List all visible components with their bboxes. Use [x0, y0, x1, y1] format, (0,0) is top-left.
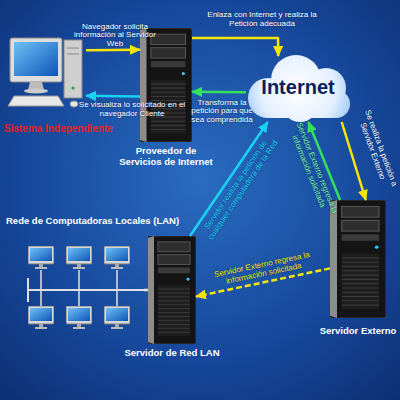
lan-network: Rede de Computadoras Locales (LAN)	[6, 236, 144, 342]
flow-arrow	[86, 95, 140, 98]
lan-network	[28, 246, 144, 329]
flow-arrow	[86, 48, 140, 51]
node-label: Proveedor de Servicios de Internet	[118, 146, 214, 168]
isp-server-tower	[140, 28, 192, 142]
lan-computer	[66, 246, 92, 269]
external-server: Servidor Externo	[330, 200, 386, 318]
lan-computer	[28, 306, 54, 329]
monitor-frame	[10, 38, 62, 82]
network-drop	[116, 270, 118, 306]
drive-slot	[67, 54, 79, 55]
monitor-screen	[14, 42, 58, 76]
lan-server: Servidor de Red LAN	[148, 236, 196, 344]
pc-tower	[64, 40, 82, 98]
node-label: Servidor de Red LAN	[117, 348, 227, 359]
lan-computer	[104, 306, 130, 329]
lan-computer	[66, 306, 92, 329]
external-server-tower	[330, 200, 386, 318]
node-label: Rede de Computadoras Locales (LAN)	[6, 216, 181, 227]
flow-arrow	[192, 91, 246, 94]
power-led	[71, 86, 74, 89]
arrow-label: Transforma la petición para que sea comp…	[189, 99, 255, 126]
flow-arrow	[192, 38, 278, 56]
flow-arrow	[144, 289, 148, 292]
mouse	[70, 101, 78, 107]
internet-cloud: Internet	[246, 56, 350, 122]
lan-computer	[28, 246, 54, 269]
network-bus	[28, 289, 144, 291]
arrow-label: Se visualiza lo solicitado en el navegad…	[77, 101, 187, 119]
lan-server-tower	[148, 236, 196, 344]
desktop-computer	[8, 38, 82, 107]
drive-slot	[67, 48, 79, 49]
bus-terminator	[27, 278, 29, 302]
network-drop	[78, 270, 80, 306]
network-drop	[40, 270, 42, 306]
arrow-label: Navegador solicita información al Servid…	[70, 23, 160, 50]
arrow-label: Enlaza con Internet y realiza la Petició…	[197, 11, 327, 29]
client-computer: Sistema Independiente	[8, 35, 86, 115]
node-label: Internet	[246, 76, 350, 99]
monitor-base	[24, 89, 48, 94]
node-label: Sistema Independiente	[4, 123, 129, 135]
isp-server: Proveedor de Servicios de Internet	[140, 28, 192, 142]
keyboard	[8, 96, 64, 106]
node-label: Servidor Externo	[316, 326, 400, 337]
lan-computer	[104, 246, 130, 269]
